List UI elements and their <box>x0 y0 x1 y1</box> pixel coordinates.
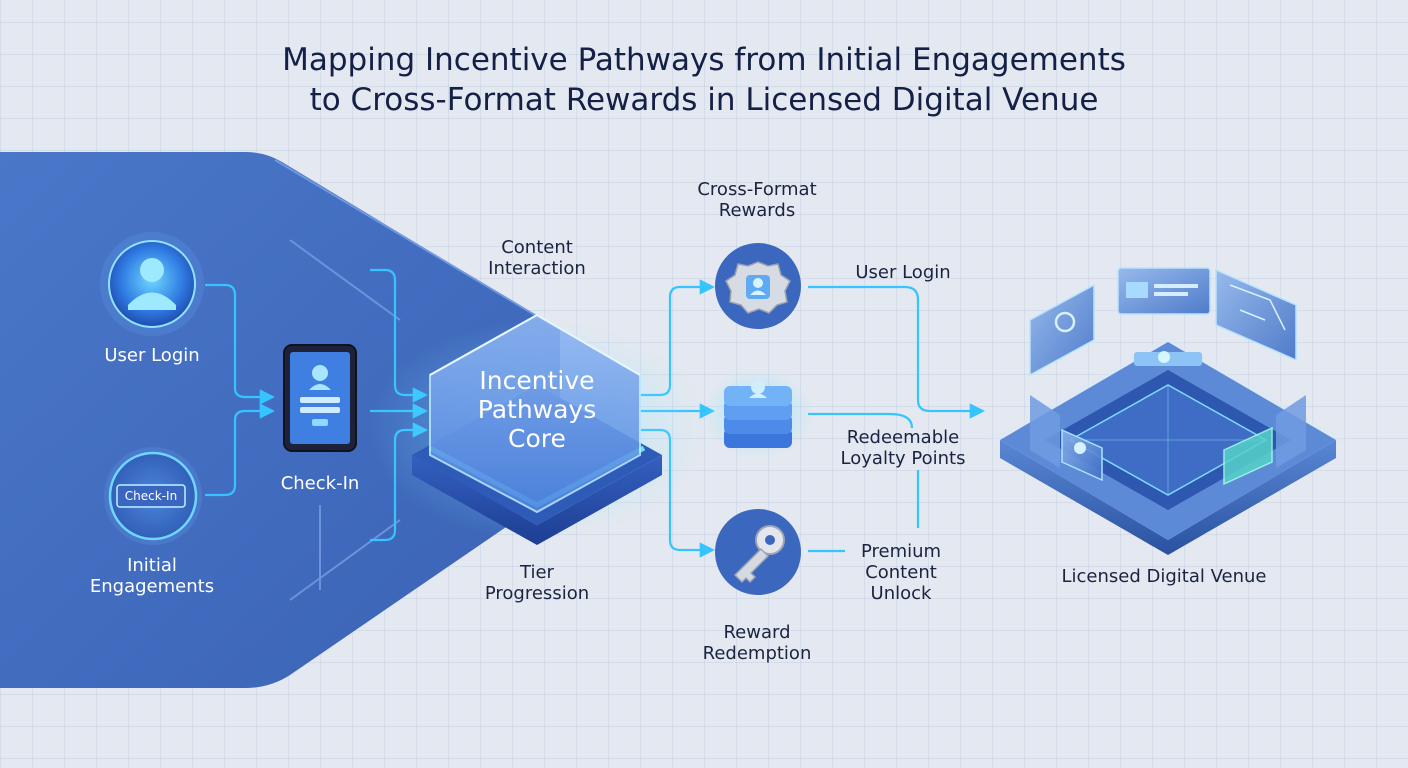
title-line-2: to Cross-Format Rewards in Licensed Digi… <box>309 82 1099 118</box>
check-in-badge-icon <box>104 447 202 545</box>
stacked-layers-icon <box>703 369 813 459</box>
label-loyalty-points: Redeemable Loyalty Points <box>840 427 966 469</box>
label-tier-progression: Tier Progression <box>484 562 590 604</box>
label-premium-content-unlock: Premium Content Unlock <box>860 541 942 604</box>
page-title: Mapping Incentive Pathways from Initial … <box>0 40 1408 120</box>
label-user-login-left: User Login <box>104 345 200 366</box>
label-initial-engagements: Initial Engagements <box>89 555 215 597</box>
title-line-1: Mapping Incentive Pathways from Initial … <box>282 42 1126 78</box>
label-check-in: Check-In <box>280 473 360 494</box>
check-in-badge-label: Check-In <box>124 489 178 503</box>
key-icon <box>715 509 801 595</box>
digital-venue-platform-icon <box>990 267 1345 555</box>
label-cross-format-rewards: Cross-Format Rewards <box>697 179 817 221</box>
label-reward-redemption: Reward Redemption <box>702 622 812 664</box>
core-label: Incentive Pathways Core <box>477 366 597 453</box>
decor-line <box>289 239 401 321</box>
panel-edge-line <box>274 159 561 331</box>
incentive-core-icon <box>367 313 707 545</box>
gear-user-icon <box>715 243 801 329</box>
user-avatar-icon <box>100 232 204 336</box>
label-user-login-right: User Login <box>855 262 951 283</box>
label-licensed-digital-venue: Licensed Digital Venue <box>1061 566 1267 587</box>
label-content-interaction: Content Interaction <box>488 237 586 279</box>
decor-line <box>289 519 401 601</box>
tablet-login-icon <box>283 344 357 452</box>
